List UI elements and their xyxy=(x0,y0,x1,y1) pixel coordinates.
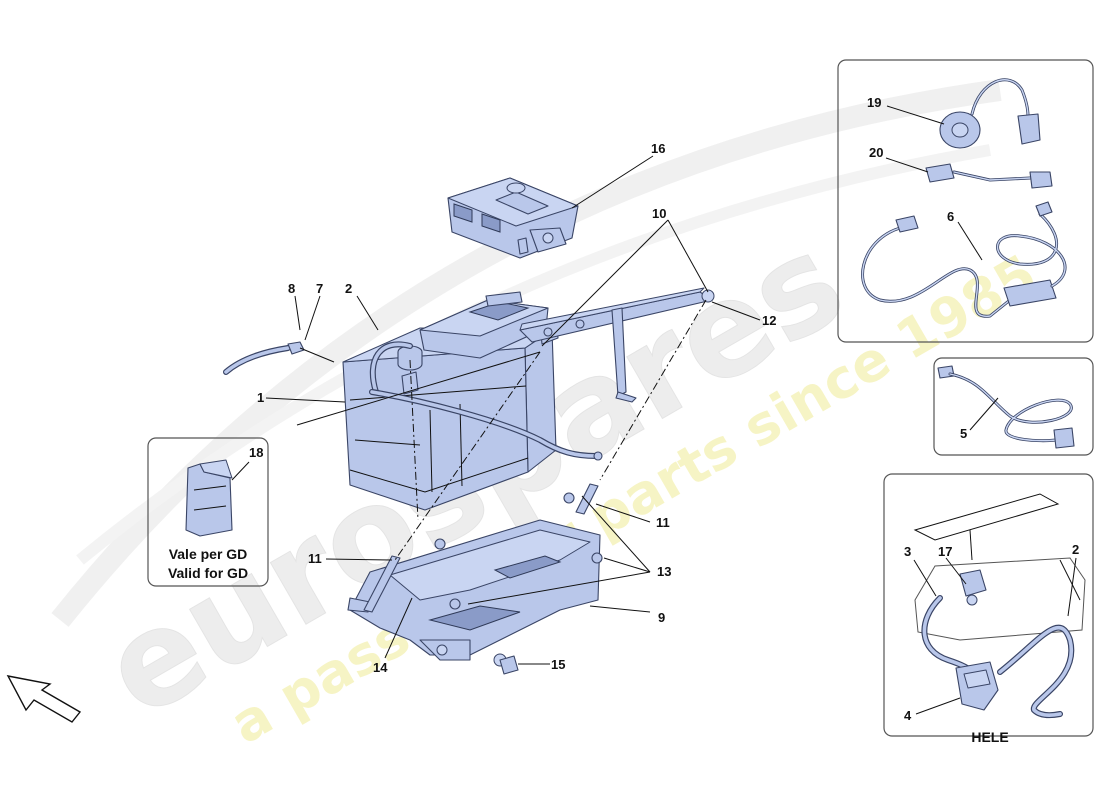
inset-gd: Vale per GD Valid for GD xyxy=(147,437,269,587)
clip-15 xyxy=(499,655,519,675)
callout-15: 15 xyxy=(551,657,565,672)
callout-11-right: 11 xyxy=(656,515,670,530)
bolts-13 xyxy=(434,492,603,610)
direction-arrow-icon xyxy=(6,675,82,723)
callout-9: 9 xyxy=(658,610,665,625)
callout-2: 2 xyxy=(345,281,352,296)
inset-charger xyxy=(837,59,1094,343)
callout-16: 16 xyxy=(651,141,665,156)
vent-tube-8 xyxy=(223,345,291,375)
hold-down-bar-12 xyxy=(519,287,715,403)
leader-lines xyxy=(231,105,1077,715)
callout-2-hele: 2 xyxy=(1072,542,1079,557)
callout-7: 7 xyxy=(316,281,323,296)
callout-20: 20 xyxy=(869,145,883,160)
inset-hele: HELE xyxy=(883,473,1094,745)
callout-3: 3 xyxy=(904,544,911,559)
callout-19: 19 xyxy=(867,95,881,110)
battery-cable-2 xyxy=(369,341,603,461)
vent-elbow-7 xyxy=(287,341,335,363)
callout-17: 17 xyxy=(938,544,952,559)
callout-10: 10 xyxy=(652,206,666,221)
callout-labels: 16 10 12 8 7 2 1 18 11 11 13 9 14 15 19 … xyxy=(249,95,1079,723)
rods-11 xyxy=(363,483,599,613)
battery-tray-9 xyxy=(347,519,601,667)
gd-note-line1: Vale per GD xyxy=(169,546,248,562)
control-unit-16 xyxy=(447,177,579,259)
inset-cable-5 xyxy=(933,357,1094,456)
callout-6: 6 xyxy=(947,209,954,224)
assembly-lines xyxy=(394,299,707,561)
callout-5: 5 xyxy=(960,426,967,441)
callout-11-left: 11 xyxy=(308,551,322,566)
callout-18: 18 xyxy=(249,445,263,460)
callout-4: 4 xyxy=(904,708,912,723)
gd-note-line2: Valid for GD xyxy=(168,565,248,581)
hele-caption: HELE xyxy=(971,729,1008,745)
battery-1 xyxy=(342,291,559,511)
callout-1: 1 xyxy=(257,390,264,405)
callout-14: 14 xyxy=(373,660,388,675)
callout-12: 12 xyxy=(762,313,776,328)
callout-8: 8 xyxy=(288,281,295,296)
callout-13: 13 xyxy=(657,564,671,579)
